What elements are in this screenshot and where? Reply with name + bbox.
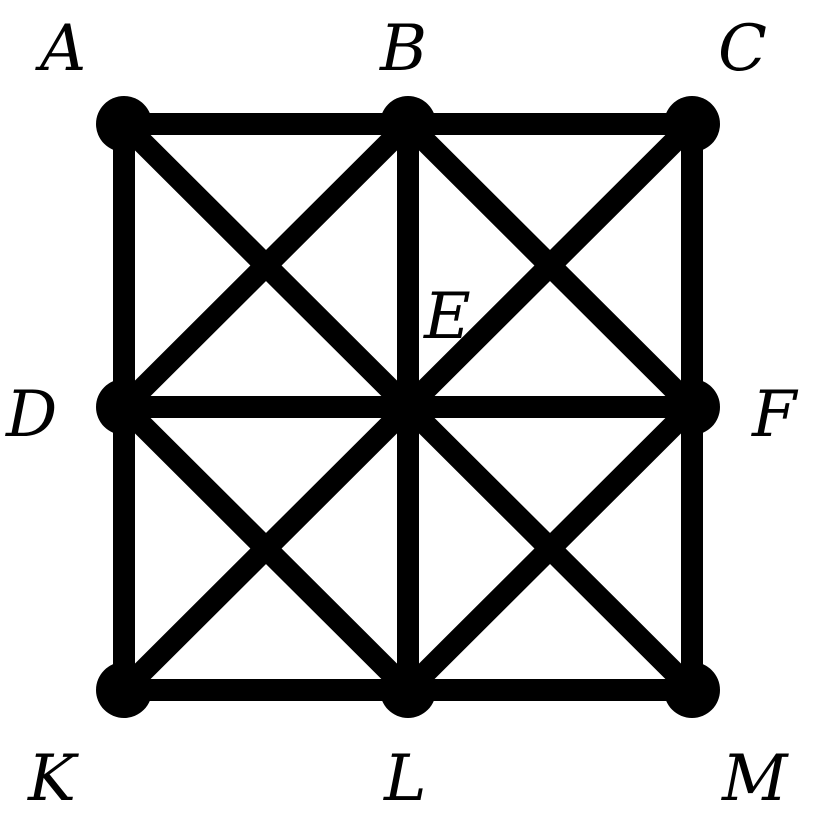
vertex-label-c: C	[718, 12, 767, 86]
vertex-label-a: A	[35, 12, 86, 86]
vertices-group	[96, 96, 720, 718]
vertex-d	[96, 379, 152, 435]
vertex-c	[664, 96, 720, 152]
vertex-a	[96, 96, 152, 152]
vertex-label-e: E	[423, 280, 471, 354]
vertex-label-m: M	[721, 742, 789, 816]
vertex-e	[380, 379, 436, 435]
vertex-label-d: D	[5, 378, 57, 452]
edge-dl	[113, 396, 419, 701]
edges-group	[113, 113, 703, 701]
vertex-label-k: K	[27, 742, 79, 816]
vertex-b	[380, 96, 436, 152]
vertex-m	[664, 662, 720, 718]
vertex-label-l: L	[383, 742, 427, 816]
vertex-f	[664, 379, 720, 435]
edge-bd	[113, 113, 419, 418]
labels-group: A B C D E F K L M	[5, 12, 799, 816]
vertex-label-f: F	[751, 378, 799, 452]
edge-bf	[397, 113, 703, 418]
vertex-k	[96, 662, 152, 718]
vertex-label-b: B	[379, 12, 427, 86]
edge-fl	[397, 396, 703, 701]
vertex-l	[380, 662, 436, 718]
